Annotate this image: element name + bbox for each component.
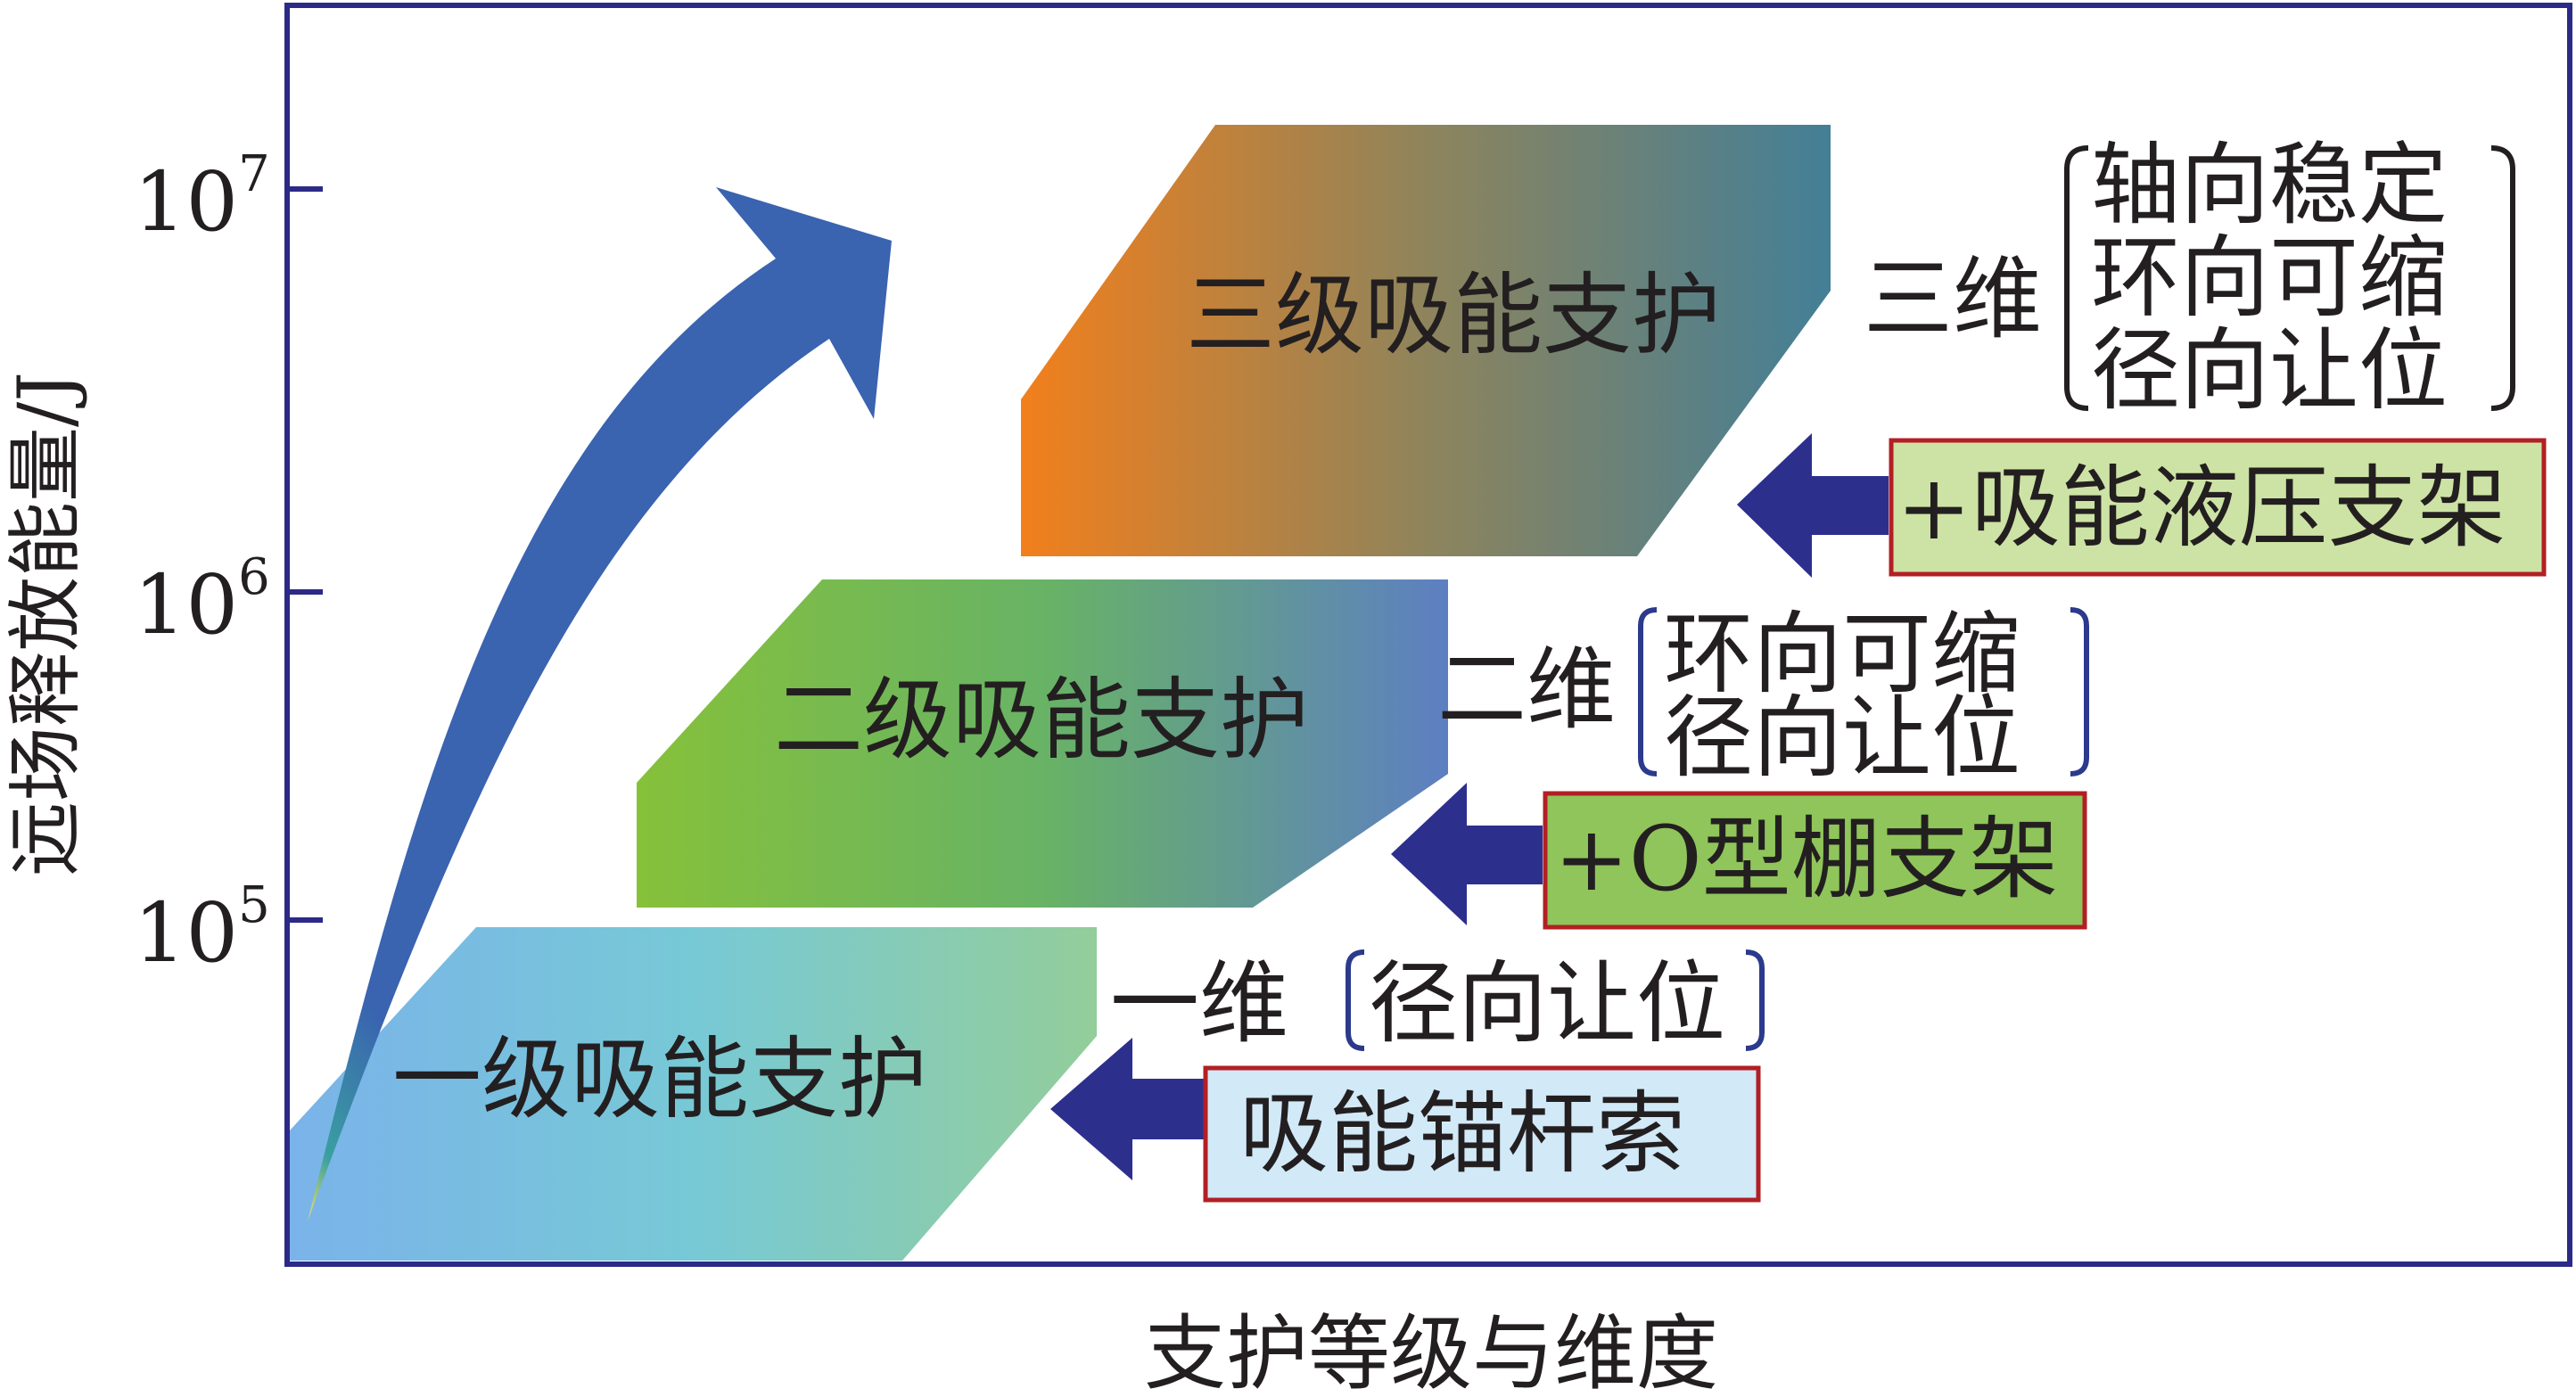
level-1-block [290,927,1097,1261]
x-axis-label: 支护等级与维度 [1144,1306,1718,1397]
level-2-component: +O型棚支架 [1554,807,2059,911]
level-2-bracket-left [1638,607,1658,777]
y-axis-label: 远场释放能量/J [2,372,89,876]
level-3-bracket-left [2064,145,2089,411]
level-2-bracket-right [2070,607,2089,777]
level-2-pointer-arrow [1391,783,1543,925]
level-2-component-box [1543,791,2087,930]
level-3-pointer-arrow [1737,433,1889,578]
plot-frame [284,3,2572,1267]
level-1-component: 吸能锚杆索 [1239,1081,1685,1186]
level-3-feature-3: 径向让位 [2091,318,2448,423]
level-3-name: 三级吸能支护 [1186,263,1721,367]
level-2-feature-2: 径向让位 [1664,686,2020,790]
y-tick-label-10-7: 107 [134,145,270,250]
level-2-name: 二级吸能支护 [774,668,1309,772]
level-1-pointer-arrow [1050,1038,1206,1180]
level-1-bracket-right [1745,949,1765,1051]
level-3-block [1021,125,1831,556]
growth-arrow [308,187,892,1221]
level-2-feature-1: 环向可缩 [1664,602,2020,706]
y-tick-label-10-5: 105 [134,876,270,981]
level-3-component-box [1889,438,2547,577]
level-2-block [637,579,1448,908]
level-3-bracket-right [2490,145,2515,411]
level-1-name: 一级吸能支护 [392,1027,927,1131]
level-1-feature: 径向让位 [1369,951,1725,1056]
level-1-component-box [1203,1065,1761,1203]
y-tick-label-10-6: 106 [134,548,270,653]
level-3-component: +吸能液压支架 [1897,456,2506,560]
level-3-feature-1: 轴向稳定 [2091,133,2448,237]
level-1-bracket-left [1346,949,1365,1051]
level-1-dimension: 一维 [1110,951,1288,1056]
level-3-dimension: 三维 [1864,247,2042,351]
level-2-dimension: 二维 [1437,637,1616,742]
level-3-feature-2: 环向可缩 [2091,226,2448,330]
